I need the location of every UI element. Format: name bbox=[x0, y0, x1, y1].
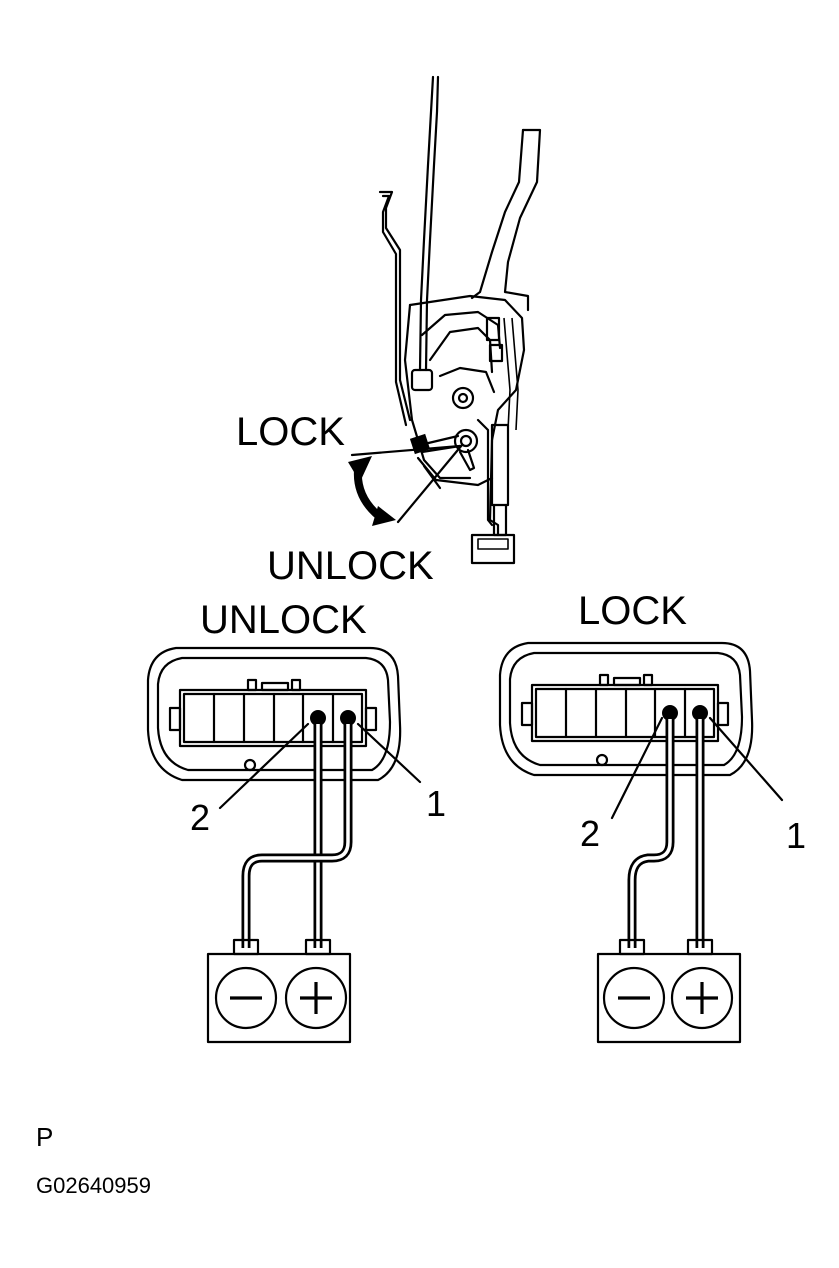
figure-code: G02640959 bbox=[36, 1173, 151, 1198]
unlock-terminal-1-label: 1 bbox=[426, 783, 446, 824]
lock-state-label: LOCK bbox=[578, 589, 687, 633]
unlock-terminal-2-pin bbox=[310, 710, 326, 726]
lock-terminal-1-label: 1 bbox=[786, 815, 806, 856]
unlock-terminal-1-leader bbox=[356, 722, 422, 784]
lock-terminal-2-leader bbox=[610, 716, 664, 820]
door-lock-actuator-drawing bbox=[348, 75, 542, 565]
unlock-state-label: UNLOCK bbox=[200, 598, 367, 642]
lock-terminal-2-pin bbox=[662, 705, 678, 721]
lock-battery bbox=[596, 938, 742, 1044]
page-mark: P bbox=[36, 1122, 53, 1152]
lock-connector bbox=[498, 641, 754, 777]
lock-label: LOCK bbox=[236, 410, 345, 454]
unlock-battery bbox=[206, 938, 352, 1044]
lock-wiring-panel: LOCK 2 1 bbox=[498, 589, 806, 1044]
lock-terminal-1-leader bbox=[708, 716, 784, 802]
unlock-negative-wire bbox=[241, 724, 353, 948]
unlock-terminal-1-pin bbox=[340, 710, 356, 726]
lock-terminal-2-label: 2 bbox=[580, 813, 600, 854]
unlock-terminal-2-label: 2 bbox=[190, 797, 210, 838]
lock-negative-wire bbox=[627, 719, 675, 948]
unlock-label: UNLOCK bbox=[267, 544, 434, 588]
unlock-terminal-2-leader bbox=[218, 722, 310, 810]
unlock-wiring-panel: UNLOCK 2 1 bbox=[146, 598, 446, 1044]
unlock-connector bbox=[146, 646, 402, 782]
lock-terminal-1-pin bbox=[692, 705, 708, 721]
